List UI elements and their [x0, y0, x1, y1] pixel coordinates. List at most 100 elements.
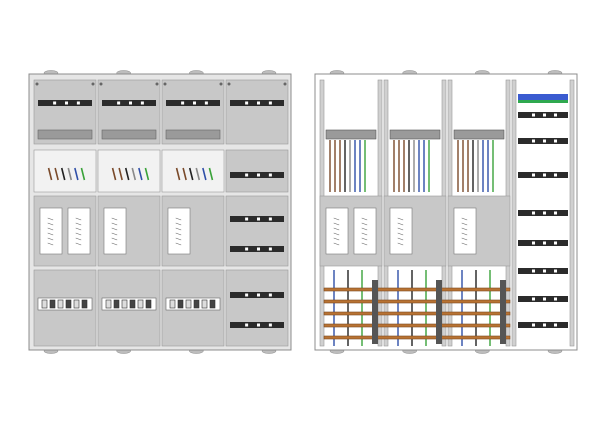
meter-hatch — [111, 217, 118, 221]
meter-hatch — [75, 237, 82, 241]
busbar — [323, 311, 511, 316]
meter-hatch — [47, 217, 54, 221]
breaker — [209, 299, 216, 309]
rail-clip — [532, 113, 535, 117]
wire — [111, 167, 117, 181]
wire — [118, 167, 123, 181]
busbar — [323, 335, 511, 340]
rail-clip — [554, 113, 557, 117]
meter-hatch — [75, 232, 82, 236]
meter-hatch — [397, 217, 404, 221]
meter-window — [167, 207, 191, 255]
busbar — [323, 287, 511, 292]
wire — [54, 167, 59, 181]
meter-hatch — [75, 222, 82, 226]
wire-section — [161, 149, 225, 193]
meter-hatch — [333, 222, 340, 226]
wire — [80, 167, 86, 181]
rail-clip — [76, 101, 80, 105]
breaker — [57, 299, 64, 309]
meter-hatch — [397, 237, 404, 241]
meter-hatch — [333, 227, 340, 231]
meter-hatch — [47, 242, 54, 246]
rail-clip — [543, 241, 546, 245]
breaker — [49, 299, 56, 309]
busbar — [323, 323, 511, 328]
screw — [283, 82, 287, 86]
breaker — [201, 299, 208, 309]
rail-clip — [543, 269, 546, 273]
terminal-block — [453, 129, 505, 140]
meter-hatch — [333, 237, 340, 241]
breaker — [169, 299, 176, 309]
terminal-block — [325, 129, 377, 140]
rail-clip — [532, 139, 535, 143]
rail-clip — [543, 323, 546, 327]
blank-cover — [225, 269, 289, 347]
rail-clip — [554, 173, 557, 177]
meter-hatch — [175, 217, 182, 221]
rail-clip — [65, 101, 68, 105]
screw — [155, 82, 159, 86]
wire — [47, 167, 53, 181]
rail-clip — [245, 217, 249, 221]
meter-hatch — [175, 227, 182, 231]
breaker — [177, 299, 184, 309]
breaker — [73, 299, 80, 309]
wire — [74, 167, 79, 181]
meter-hatch — [111, 232, 118, 236]
meter-hatch — [397, 232, 404, 236]
meter-hatch — [461, 222, 468, 226]
wire — [60, 167, 66, 181]
rail-clip — [268, 323, 272, 327]
rail-clip — [532, 211, 535, 215]
meter-hatch — [175, 242, 182, 246]
meter-hatch — [461, 242, 468, 246]
meter-hatch — [75, 217, 82, 221]
breaker — [121, 299, 128, 309]
rail-clip — [543, 297, 546, 301]
meter-hatch — [111, 222, 118, 226]
rail-clip — [543, 139, 546, 143]
rail-clip — [245, 101, 249, 105]
meter-hatch — [175, 237, 182, 241]
wire — [67, 167, 73, 181]
meter-hatch — [361, 217, 368, 221]
wire — [202, 167, 207, 181]
rail-clip — [268, 247, 272, 251]
breaker — [145, 299, 152, 309]
rail-clip — [532, 241, 535, 245]
rail-clip — [543, 113, 546, 117]
rail-clip — [257, 247, 260, 251]
rail-clip — [532, 269, 535, 273]
screw — [219, 82, 223, 86]
breaker — [81, 299, 88, 309]
screw — [227, 82, 231, 86]
screw — [35, 82, 39, 86]
wire — [131, 167, 137, 181]
rail-clip — [268, 293, 272, 297]
rail-clip — [117, 101, 121, 105]
meter-window — [67, 207, 91, 255]
rail-clip — [268, 173, 272, 177]
rail-clip — [554, 241, 557, 245]
meter-hatch — [397, 222, 404, 226]
wire — [195, 167, 201, 181]
rail-clip — [554, 139, 557, 143]
wire — [138, 167, 143, 181]
meter-window — [353, 207, 377, 255]
breaker — [137, 299, 144, 309]
wire — [208, 167, 214, 181]
rail-clip — [245, 323, 249, 327]
top-cover — [225, 79, 289, 145]
meter-window — [39, 207, 63, 255]
rail-clip — [204, 101, 208, 105]
wire — [124, 167, 130, 181]
mounting-frame — [511, 79, 517, 347]
wire — [182, 167, 187, 181]
meter-window — [103, 207, 127, 255]
busbar-support — [500, 280, 506, 344]
meter-hatch — [175, 222, 182, 226]
rail-clip — [257, 217, 260, 221]
rail-clip — [268, 101, 272, 105]
